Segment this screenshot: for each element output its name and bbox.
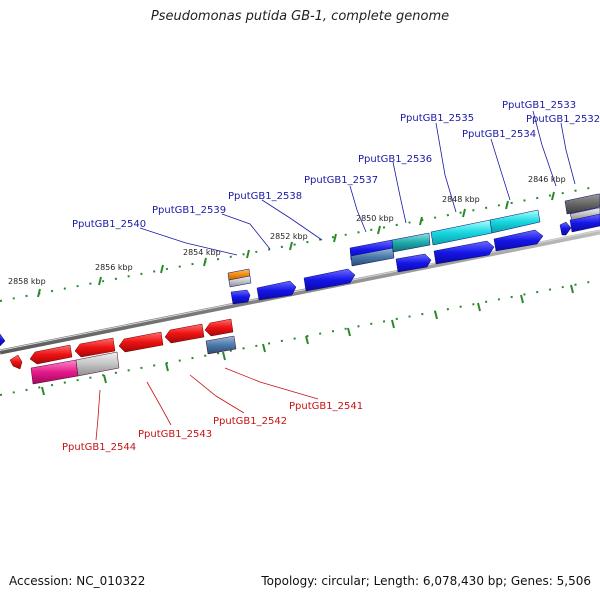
gene-feature[interactable] [9, 354, 23, 370]
gene-feature[interactable] [230, 289, 251, 305]
gene-label-2539[interactable]: PputGB1_2539 [152, 205, 226, 216]
gene-feature[interactable] [205, 335, 237, 355]
gene-feature[interactable] [569, 207, 600, 221]
gene-label-2536[interactable]: PputGB1_2536 [358, 154, 432, 165]
inner-tick-track [0, 279, 600, 396]
reverse-second-track [30, 335, 237, 385]
reverse-strand-genes [9, 318, 234, 370]
gene-label-2533[interactable]: PputGB1_2533 [502, 100, 576, 111]
gene-feature[interactable] [29, 344, 73, 365]
gene-label-2535[interactable]: PputGB1_2535 [400, 113, 474, 124]
scale-label-2856: 2856 kbp [95, 263, 133, 272]
gene-feature[interactable] [350, 247, 395, 267]
gene-label-2532[interactable]: PputGB1_2532 [526, 114, 600, 125]
gene-label-2540[interactable]: PputGB1_2540 [72, 219, 146, 230]
map-title: Pseudomonas putida GB-1, complete genome [150, 9, 450, 24]
accession-text: Accession: NC_010322 [9, 574, 146, 588]
gene-label-2538[interactable]: PputGB1_2538 [228, 191, 302, 202]
gene-feature[interactable] [204, 318, 234, 337]
gene-feature[interactable] [164, 323, 205, 344]
gene-feature[interactable] [493, 229, 544, 252]
gene-label-2534[interactable]: PputGB1_2534 [462, 129, 536, 140]
reverse-label-leaders [95, 367, 319, 441]
gene-label-2541[interactable]: PputGB1_2541 [289, 401, 363, 412]
scale-label-2848: 2848 kbp [442, 195, 480, 204]
gene-label-2542[interactable]: PputGB1_2542 [213, 416, 287, 427]
forward-strand-genes [0, 213, 600, 347]
gene-feature[interactable] [118, 331, 164, 353]
scale-label-2858: 2858 kbp [8, 277, 46, 286]
genome-backbone [0, 229, 600, 355]
forward-second-track [227, 193, 600, 288]
gene-label-2537[interactable]: PputGB1_2537 [304, 175, 378, 186]
gene-feature[interactable] [564, 193, 600, 215]
gene-feature[interactable] [391, 232, 431, 253]
gene-label-2544[interactable]: PputGB1_2544 [62, 442, 136, 453]
gene-feature[interactable] [559, 221, 572, 236]
gene-feature[interactable] [74, 337, 116, 358]
gene-feature[interactable] [433, 240, 495, 265]
inner-major-ticks [41, 284, 574, 396]
gene-label-2543[interactable]: PputGB1_2543 [138, 429, 212, 440]
gene-feature[interactable] [0, 333, 6, 347]
scale-label-2852: 2852 kbp [270, 232, 308, 241]
gene-feature[interactable] [256, 280, 297, 301]
scale-label-2850: 2850 kbp [356, 214, 394, 223]
gene-feature[interactable] [430, 219, 493, 246]
gene-feature[interactable] [395, 253, 432, 273]
forward-label-leaders [139, 110, 576, 256]
gene-feature[interactable] [75, 351, 120, 377]
gene-feature[interactable] [228, 275, 252, 288]
gene-feature[interactable] [303, 268, 356, 292]
gene-feature[interactable] [489, 209, 541, 234]
scale-label-2846: 2846 kbp [528, 175, 566, 184]
outer-major-ticks [37, 191, 555, 298]
genome-summary-text: Topology: circular; Length: 6,078,430 bp… [261, 574, 591, 588]
scale-label-2854: 2854 kbp [183, 248, 221, 257]
